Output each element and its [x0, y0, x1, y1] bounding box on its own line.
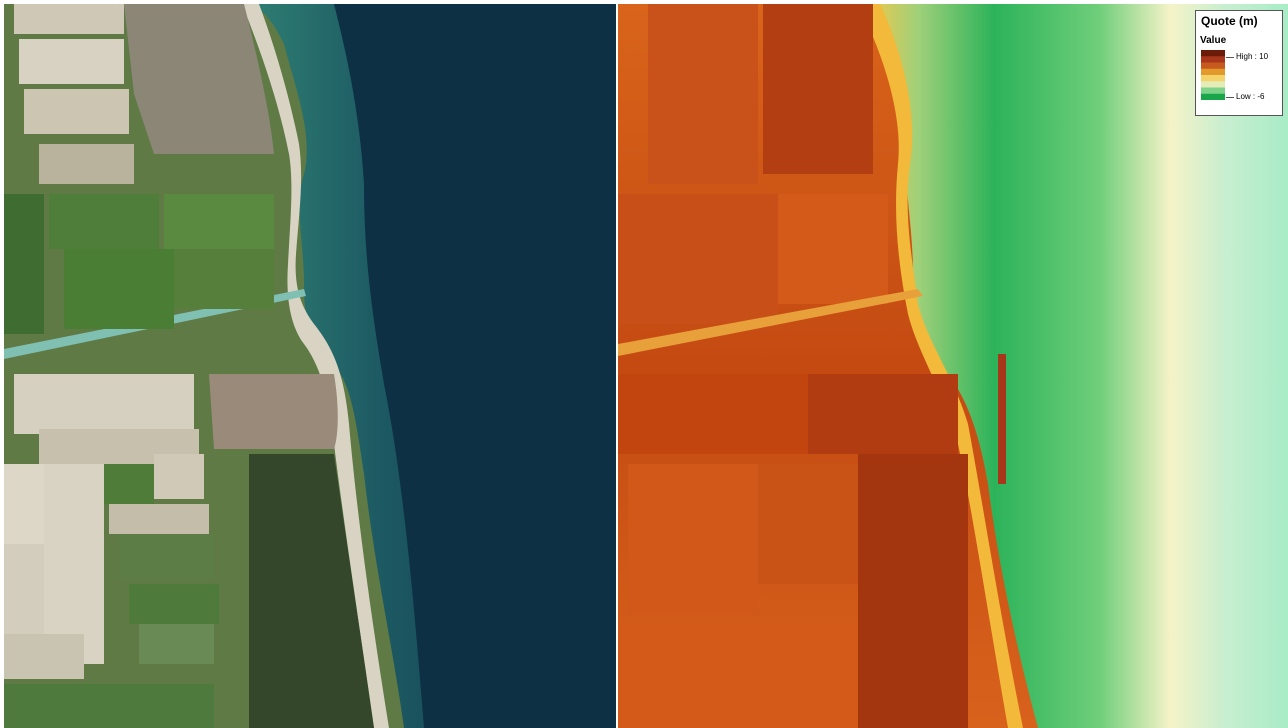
canal	[618, 289, 923, 356]
field	[4, 544, 44, 634]
field	[164, 194, 274, 249]
field	[14, 4, 124, 34]
field	[109, 504, 209, 534]
field	[174, 249, 274, 309]
field	[14, 374, 194, 434]
field	[763, 4, 873, 174]
legend-ramp-stop	[1201, 50, 1225, 57]
field	[19, 39, 124, 84]
town-south	[209, 374, 338, 449]
deep-sea	[334, 4, 616, 728]
field	[4, 634, 84, 679]
legend-ramp-stop	[1201, 81, 1225, 88]
pine-forest	[249, 454, 374, 728]
field	[4, 194, 44, 334]
field	[4, 464, 44, 544]
satellite-map	[4, 4, 616, 728]
legend-high-label: High : 10	[1236, 52, 1269, 61]
legend-ramp-stop	[1201, 56, 1225, 63]
legend-title: Quote (m)	[1201, 14, 1258, 28]
elevation-model	[618, 4, 1288, 728]
legend-ramp-stop	[1201, 62, 1225, 70]
field	[119, 534, 214, 579]
legend-ramp-stop	[1201, 93, 1225, 100]
field	[858, 454, 968, 728]
field	[628, 464, 758, 614]
field	[24, 89, 129, 134]
field	[49, 194, 159, 249]
legend: Quote (m) Value High : 10 Low : -6	[1195, 10, 1283, 116]
field	[39, 144, 134, 184]
field	[618, 374, 808, 454]
field	[104, 464, 154, 504]
elevation-map	[618, 4, 1288, 728]
satellite-image	[4, 4, 616, 728]
field	[4, 684, 214, 728]
legend-ramp-stop	[1201, 68, 1225, 76]
beach	[242, 4, 389, 728]
shoreline	[858, 4, 1023, 728]
field	[154, 454, 204, 499]
field	[808, 374, 958, 454]
field	[778, 194, 888, 304]
field	[139, 624, 214, 664]
field	[618, 194, 778, 324]
town-north	[124, 4, 274, 154]
field	[618, 624, 858, 728]
legend-color-ramp	[1201, 50, 1225, 100]
legend-ramp-stop	[1201, 75, 1225, 82]
legend-low-label: Low : -6	[1236, 92, 1265, 101]
field	[44, 464, 104, 664]
field	[129, 584, 219, 624]
legend-subtitle: Value	[1200, 35, 1227, 46]
field	[758, 464, 858, 584]
legend-tick-high	[1226, 57, 1234, 58]
field	[64, 249, 174, 329]
legend-ramp-stop	[1201, 87, 1225, 95]
sea-bathymetry	[868, 4, 1288, 728]
field	[648, 4, 758, 184]
legend-tick-low	[1226, 97, 1234, 98]
jetty	[998, 354, 1006, 484]
